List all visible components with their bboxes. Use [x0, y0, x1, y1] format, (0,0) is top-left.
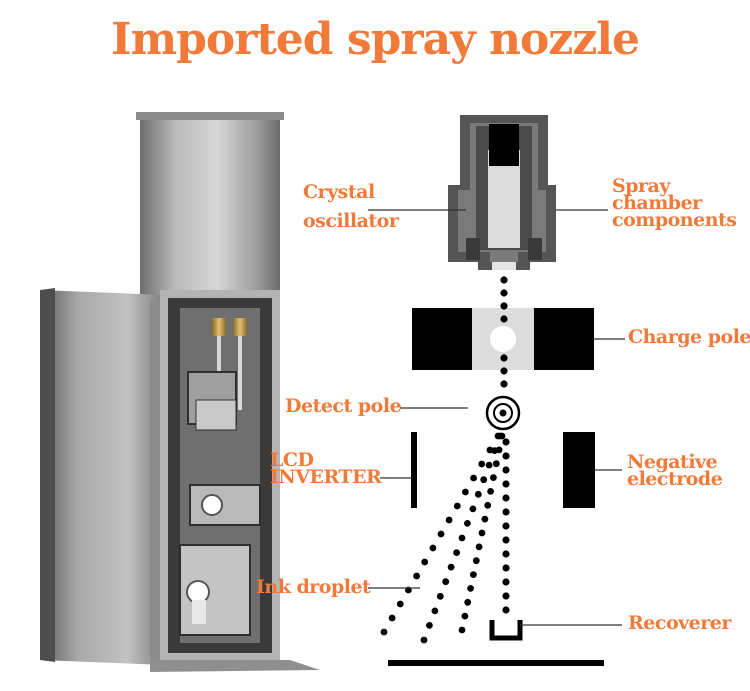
- label-crystal-oscillator: Crystal oscillator: [303, 181, 399, 232]
- ink-droplet: [481, 515, 489, 523]
- label-ink-droplet: Ink droplet: [256, 576, 371, 598]
- droplet-stream: [380, 276, 510, 644]
- ink-droplet: [447, 563, 455, 571]
- ink-droplet: [485, 461, 493, 469]
- ink-droplet: [464, 598, 472, 606]
- ink-droplet: [495, 446, 503, 454]
- ink-droplet: [458, 534, 466, 542]
- ink-droplet: [502, 536, 510, 544]
- ink-droplet: [453, 549, 460, 556]
- ink-droplet: [487, 488, 494, 495]
- label-negative-electrode: Negative electrode: [627, 451, 723, 490]
- label-detect-pole: Detect pole: [285, 395, 402, 417]
- page-title: Imported spray nozzle: [111, 14, 640, 65]
- ink-droplet: [442, 578, 450, 586]
- lcd-inverter-electrode: [411, 432, 417, 508]
- substrate-bar: [388, 660, 604, 666]
- ink-droplet: [502, 522, 510, 530]
- label-charge-pole: Charge pole: [628, 326, 750, 348]
- ink-droplet: [478, 529, 486, 537]
- ink-droplet: [478, 460, 486, 468]
- recoverer: [489, 620, 523, 641]
- ink-droplet: [490, 474, 497, 481]
- ink-droplet: [498, 432, 506, 440]
- ink-droplet: [480, 476, 488, 484]
- ink-droplet: [413, 572, 420, 580]
- ink-droplet: [472, 557, 480, 565]
- ink-droplet: [445, 516, 453, 524]
- ink-droplet: [500, 315, 508, 323]
- ink-droplet: [502, 592, 510, 600]
- ink-droplet: [502, 466, 510, 474]
- ink-droplet: [453, 502, 461, 510]
- ink-droplet: [500, 367, 508, 375]
- spray-chamber: [448, 115, 556, 270]
- ink-droplet: [388, 614, 396, 622]
- ink-droplet: [502, 508, 510, 516]
- ink-droplet: [500, 354, 508, 362]
- ink-droplet: [502, 606, 510, 614]
- ink-droplet: [502, 494, 510, 502]
- ink-droplet: [502, 452, 510, 460]
- ink-droplet: [475, 543, 483, 551]
- detect-pole: [485, 395, 521, 431]
- ink-droplet: [437, 530, 445, 538]
- ink-droplet: [502, 550, 510, 558]
- ink-droplet: [462, 488, 469, 496]
- ink-droplet: [500, 276, 508, 284]
- label-recoverer: Recoverer: [628, 612, 731, 634]
- ink-droplet: [436, 592, 444, 600]
- ink-droplet: [474, 490, 482, 498]
- ink-droplet: [396, 600, 404, 608]
- ink-droplet: [420, 636, 428, 644]
- ink-droplet: [464, 520, 471, 527]
- ink-droplet: [458, 626, 466, 634]
- ink-droplet: [467, 585, 474, 592]
- ink-droplet: [470, 571, 477, 578]
- ink-droplet: [500, 380, 508, 388]
- nozzle-door: [40, 290, 165, 665]
- negative-electrode: [563, 432, 595, 508]
- label-spray-chamber: Spray chamber components: [612, 175, 737, 231]
- ink-droplet: [502, 564, 510, 572]
- ink-droplet: [469, 505, 477, 513]
- ink-droplet: [461, 612, 469, 620]
- label-lcd-inverter: LCD INVERTER: [270, 449, 382, 488]
- ink-droplet: [492, 460, 500, 468]
- ink-droplet: [426, 622, 433, 629]
- ink-droplet: [502, 480, 510, 488]
- ink-droplet: [421, 558, 429, 566]
- ink-droplet: [500, 289, 508, 297]
- ink-droplet: [470, 474, 477, 482]
- ink-droplet: [380, 628, 388, 636]
- ink-droplet: [484, 501, 492, 509]
- ink-droplet: [500, 302, 508, 310]
- nozzle-column: [140, 115, 280, 295]
- ink-droplet: [502, 438, 510, 446]
- ink-droplet: [429, 544, 437, 552]
- ink-droplet: [431, 607, 439, 615]
- ink-droplet: [502, 578, 510, 586]
